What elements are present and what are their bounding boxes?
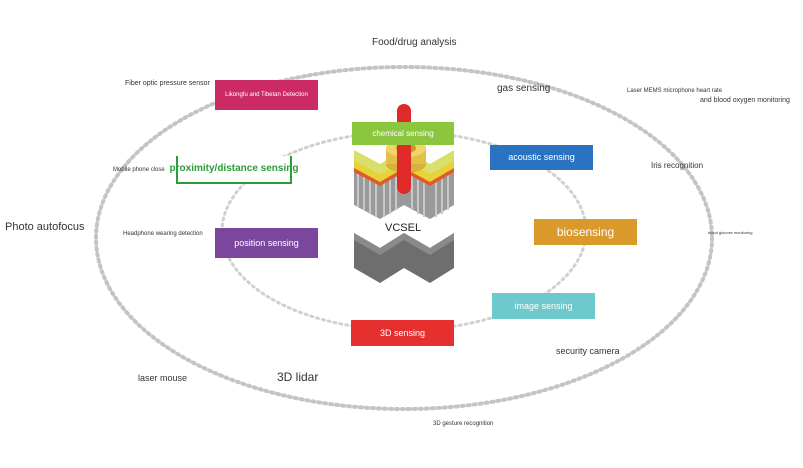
box-biosensing: biosensing <box>534 219 637 245</box>
label-gas-sensing: gas sensing <box>497 83 551 94</box>
label-blood-oxygen-monitoring: and blood oxygen monitoring <box>700 97 790 104</box>
box-acoustic-sensing: acoustic sensing <box>490 145 593 170</box>
vcsel-chip-icon <box>354 104 454 283</box>
box-chemical-sensing: chemical sensing <box>352 122 454 145</box>
label-fiber-optic-pressure-sensor: Fiber optic pressure sensor <box>125 80 210 87</box>
label-3d-gesture-recognition: 3D gesture recognition <box>433 421 494 427</box>
box-image-sensing: image sensing <box>492 293 595 319</box>
label-iris-recognition: Iris recognition <box>651 161 704 170</box>
box-position-sensing: position sensing <box>215 228 318 258</box>
box-3d-sensing: 3D sensing <box>351 320 454 346</box>
label-laser-mouse: laser mouse <box>138 373 188 383</box>
label-photo-autofocus: Photo autofocus <box>5 221 85 233</box>
outer-ring <box>94 65 714 411</box>
label-mobile-phone-close: Mobile phone close <box>113 167 165 173</box>
box-proximity-distance-sensing: proximity/distance sensing <box>170 156 298 184</box>
label-headphone-wearing-detection: Headphone wearing detection <box>123 231 203 237</box>
label-blood-glucose-monitoring: blood glucose monitoring <box>708 230 753 235</box>
label-3d-lidar: 3D lidar <box>277 370 319 384</box>
label-vcsel: VCSEL <box>385 222 422 234</box>
label-laser-mems-microphone: Laser MEMS microphone heart rate <box>627 88 723 94</box>
box-liquid-detection: Likongfu and Tibetan Detection <box>215 80 318 110</box>
label-food-drug-analysis: Food/drug analysis <box>372 37 457 48</box>
label-security-camera: security camera <box>556 346 620 356</box>
